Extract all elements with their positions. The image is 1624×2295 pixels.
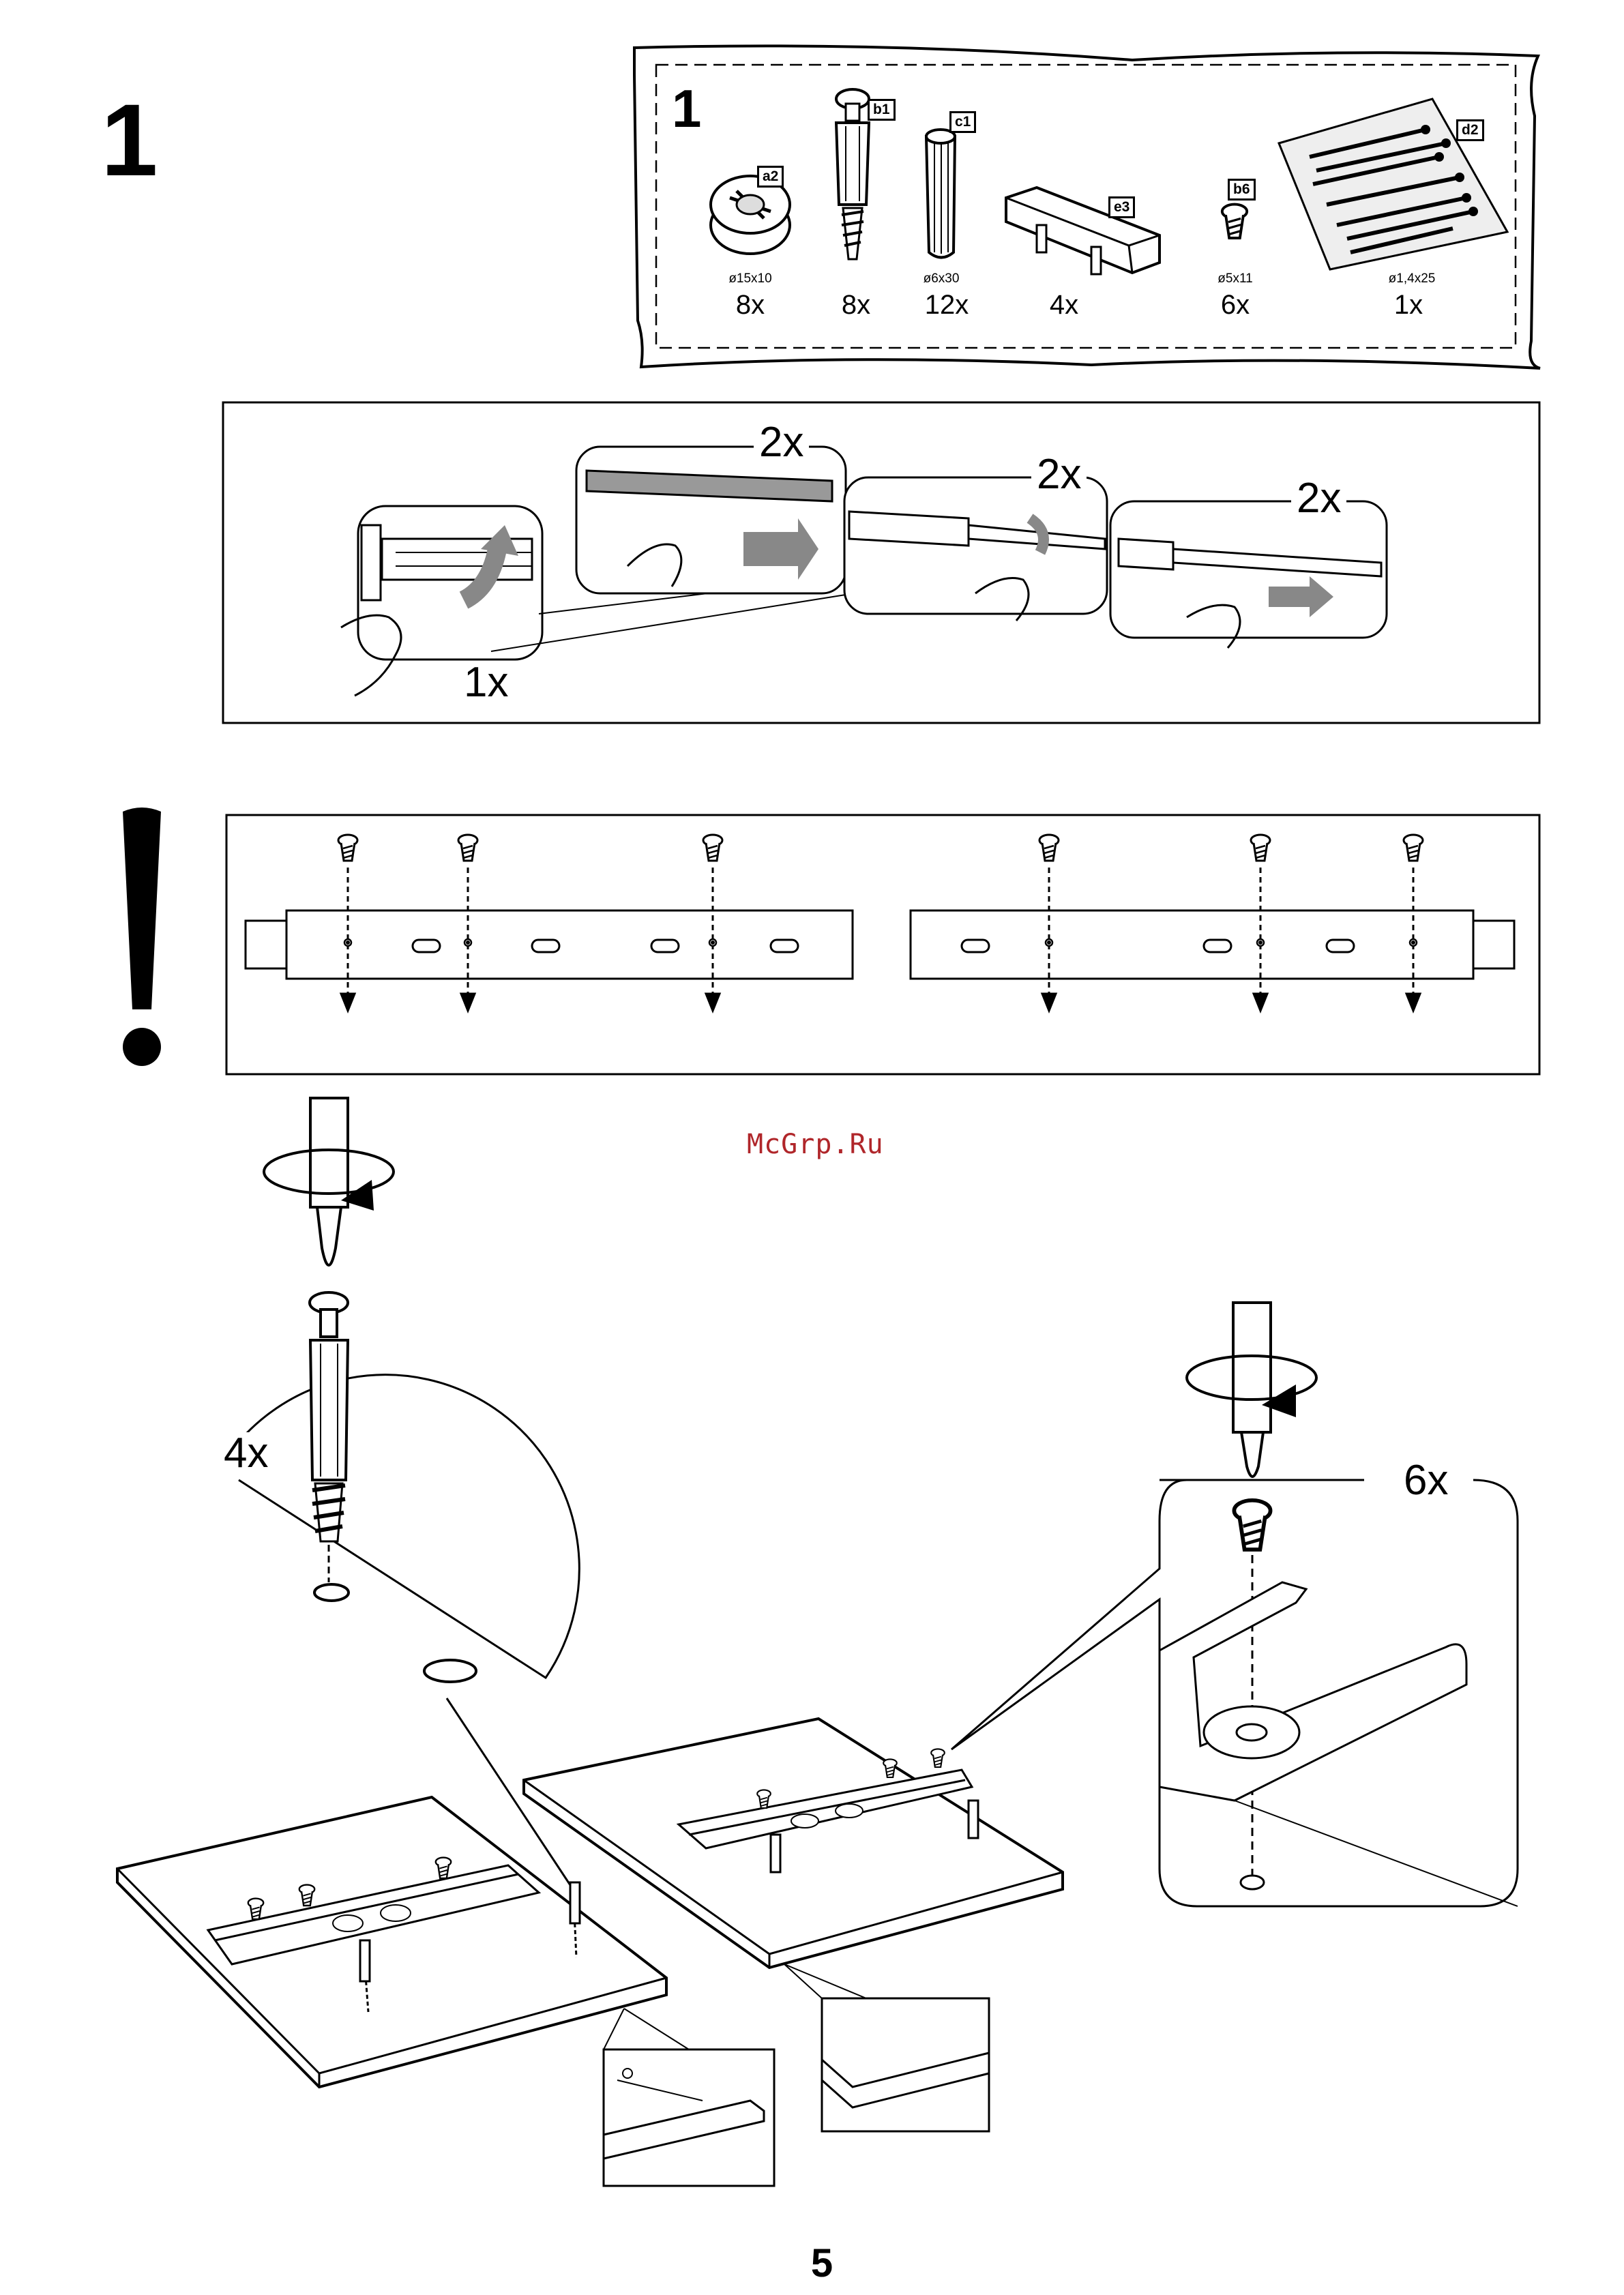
part-dimension: ø1,4x25	[1364, 271, 1460, 286]
slide-instructions-panel	[223, 402, 1539, 723]
part-dimension: ø5x11	[1187, 271, 1283, 286]
callout-2x-a: 2x	[754, 421, 809, 464]
cam-lock-icon	[711, 176, 790, 254]
wood-dowel-icon	[926, 130, 955, 258]
step-number: 1	[101, 89, 158, 191]
part-code: e3	[1108, 196, 1135, 218]
cam-dowel-detail	[225, 1292, 579, 1889]
part-code: d2	[1456, 119, 1484, 141]
part-code: b6	[1228, 179, 1256, 201]
part-dimension: ø15x10	[703, 271, 798, 286]
part-quantity: 8x	[709, 290, 791, 321]
right-screwdriver-icon	[1187, 1303, 1316, 1477]
watermark: McGrp.Ru	[747, 1129, 884, 1160]
exclamation-icon	[123, 808, 161, 1066]
part-dimension: ø6x30	[894, 271, 989, 286]
part-quantity: 1x	[1368, 290, 1449, 321]
part-quantity: 4x	[1023, 290, 1105, 321]
part-quantity: 6x	[1194, 290, 1276, 321]
part-code: c1	[949, 111, 976, 133]
page-number: 5	[798, 2240, 846, 2286]
rail-screw-panel	[226, 815, 1539, 1074]
part-quantity: 8x	[815, 290, 897, 321]
part-quantity: 12x	[906, 290, 988, 321]
callout-6x: 6x	[1398, 1460, 1453, 1502]
part-code: a2	[757, 166, 784, 188]
callout-2x-c: 2x	[1291, 477, 1346, 520]
callout-2x-b: 2x	[1031, 454, 1087, 496]
callout-4x: 4x	[218, 1432, 274, 1475]
part-code: b1	[868, 99, 896, 121]
left-screwdriver-icon	[264, 1098, 394, 1265]
callout-1x: 1x	[458, 662, 514, 704]
parts-step-number: 1	[672, 82, 701, 135]
rail-detail-bubble	[951, 1480, 1518, 1906]
